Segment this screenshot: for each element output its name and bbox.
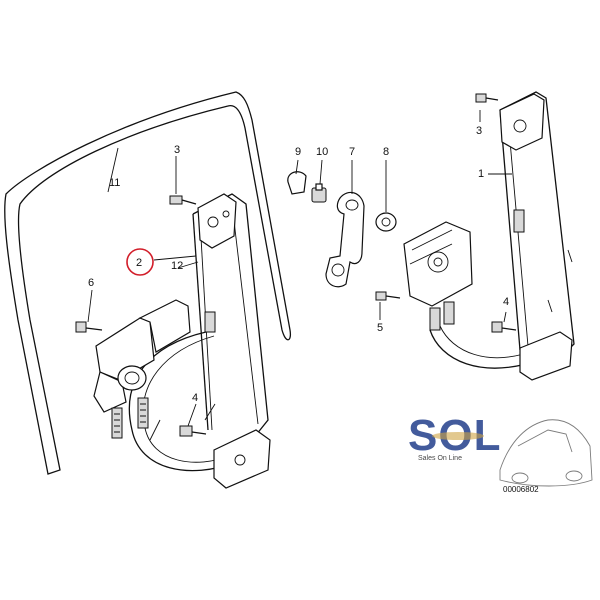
screw-part-5 [375,291,401,301]
bolt-4-right [491,321,517,333]
leader-lines [87,110,512,427]
highlight-ring [126,248,154,276]
callout-7: 7 [349,146,355,158]
diagram-code: 00006802 [503,485,539,494]
callout-5: 5 [377,322,383,334]
bolt-6 [75,321,103,333]
callout-3-left: 3 [174,144,180,156]
logo-tagline: Sales On Line [418,455,462,462]
window-seal-part-11 [4,91,292,475]
screw-3-right [475,93,499,103]
callout-3-right: 3 [476,125,482,137]
bushing-part-10 [311,183,327,203]
logo-swoosh [432,432,484,440]
clip-part-9 [287,171,307,195]
callout-11: 11 [109,177,120,189]
window-regulator-assembly-right [429,91,575,381]
callout-4-right: 4 [503,296,509,308]
car-silhouette [499,419,593,487]
callout-9: 9 [295,146,301,158]
sol-logo: SOL Sales On Line [408,411,500,462]
bushing-part-8 [375,212,397,232]
drive-lever-part-7 [325,191,365,288]
callout-8: 8 [383,146,389,158]
callout-6: 6 [88,277,94,289]
callout-4-left: 4 [192,392,198,404]
callout-12: 12 [171,260,183,272]
bolt-4-left [179,425,207,437]
window-motor-left [93,299,191,439]
callout-1: 1 [478,168,484,180]
screw-3-left [169,195,197,205]
callout-2: 2 [136,257,142,269]
callout-10: 10 [316,146,328,158]
window-motor-right [403,221,473,331]
